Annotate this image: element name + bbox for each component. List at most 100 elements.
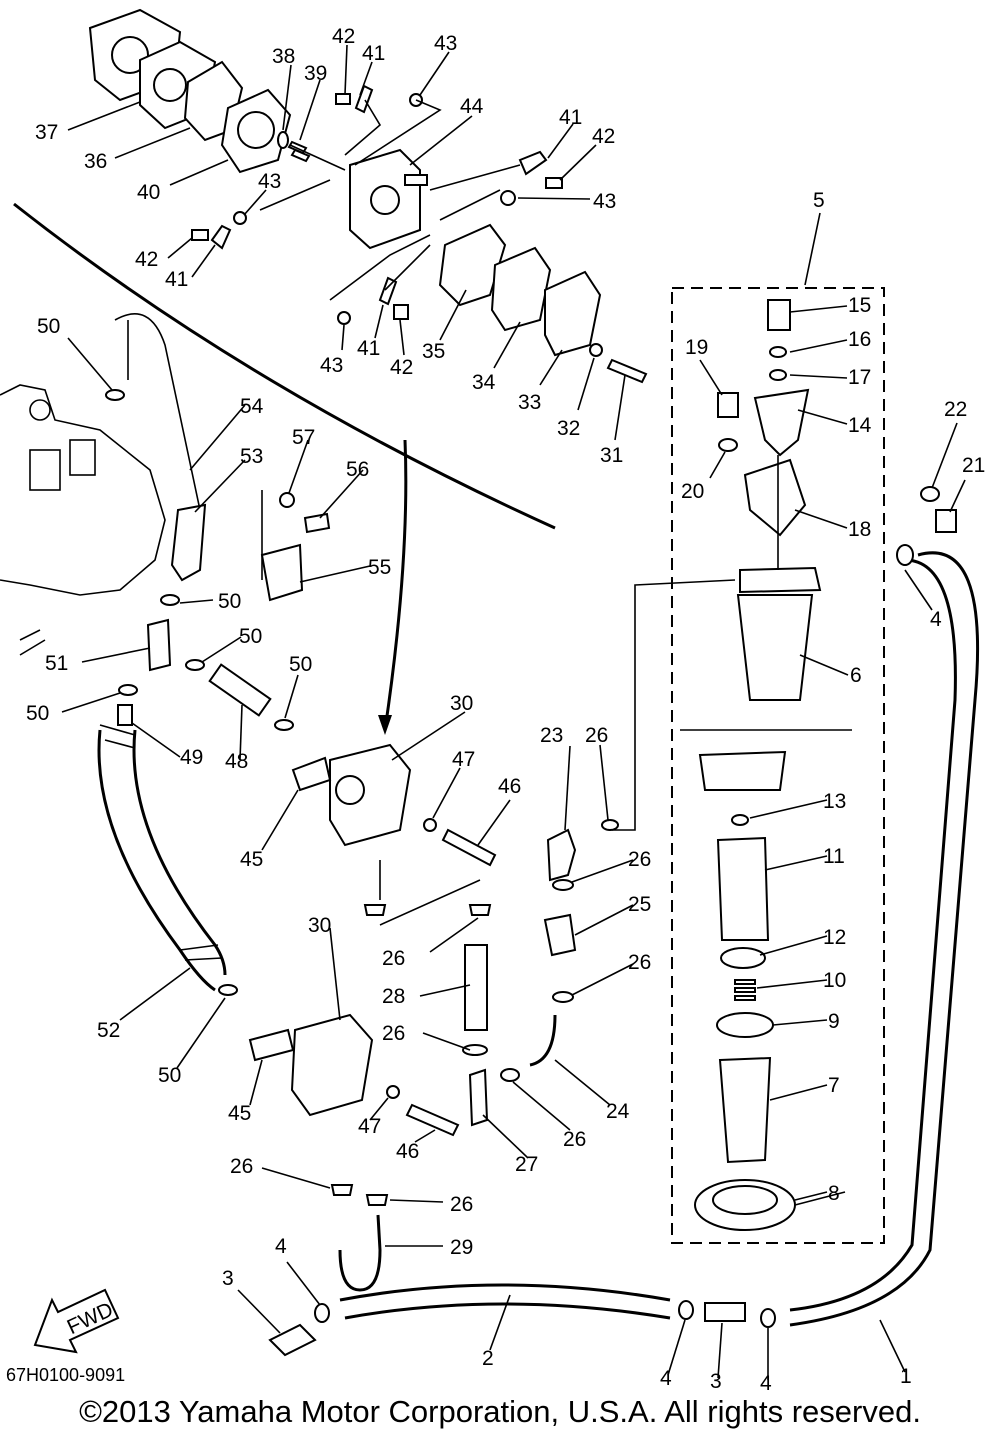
part-1-hose-b [789, 558, 957, 1312]
assembly-arrow [383, 439, 408, 731]
copyright-notice: ©2013 Yamaha Motor Corporation, U.S.A. A… [79, 1394, 921, 1429]
part-3-connector-a [268, 1323, 317, 1357]
part-26-clip-h [552, 991, 574, 1003]
callout-11: 11 [823, 845, 845, 868]
part-44-pump-port [370, 185, 400, 215]
callout-26h: 26 [450, 1193, 473, 1216]
part-40-plate-hole [237, 111, 275, 149]
part-6-bowl [736, 594, 814, 701]
callout-40: 40 [137, 181, 160, 204]
part-41-clip-bottom [378, 276, 398, 306]
callout-10: 10 [823, 969, 846, 992]
part-34-diaphragm [490, 246, 552, 332]
callout-26c: 26 [628, 951, 651, 974]
callout-30a: 30 [450, 692, 473, 715]
callout-15: 15 [848, 294, 871, 317]
callout-31: 31 [600, 444, 623, 467]
part-50-clamp-a [105, 389, 125, 401]
callout-42b: 42 [592, 125, 615, 148]
callout-17: 17 [848, 366, 871, 389]
callout-45a: 45 [240, 848, 263, 871]
part-26-clip-d [365, 1194, 389, 1206]
part-53-grommet [170, 503, 207, 582]
part-45-plate-a [291, 756, 332, 792]
callout-7: 7 [828, 1074, 840, 1097]
callout-44: 44 [460, 95, 484, 118]
callout-53: 53 [240, 445, 263, 468]
part-50-clamp-e [274, 719, 294, 731]
pump-30-lower [248, 1013, 460, 1292]
callout-35: 35 [422, 340, 445, 363]
callout-41c: 41 [165, 268, 188, 291]
part-43-nut-bottom [337, 311, 351, 325]
part-22-washer [920, 486, 940, 502]
callout-42a: 42 [332, 25, 355, 48]
part-4-clip-d [760, 1308, 776, 1328]
part-13-oring [731, 814, 749, 826]
part-17-washer [769, 369, 787, 381]
engine-detail-2 [69, 439, 96, 476]
callout-1: 1 [900, 1365, 912, 1388]
callout-34: 34 [472, 371, 496, 394]
part-4-clip-b [314, 1303, 330, 1323]
engine-detail-3 [29, 399, 51, 421]
part-16-washer [769, 346, 787, 358]
callout-2: 2 [482, 1347, 494, 1370]
callout-47b: 47 [358, 1115, 381, 1138]
part-50-clamp-b [160, 594, 180, 606]
callout-52: 52 [97, 1019, 120, 1042]
part-4-clip-a [896, 544, 914, 566]
callout-4c: 4 [760, 1372, 772, 1395]
callout-46b: 46 [396, 1140, 419, 1163]
callout-49: 49 [180, 746, 203, 769]
part-20-washer [718, 438, 738, 452]
part-55-bracket [260, 543, 304, 602]
engine-detail-1 [29, 449, 61, 491]
part-31-bolt [606, 358, 648, 384]
part-42-screw-bottom [393, 304, 409, 320]
filter-top-cap [698, 750, 787, 791]
part-57-washer [279, 492, 295, 508]
callout-19: 19 [685, 336, 708, 359]
part-12-seal [720, 947, 766, 969]
part-32-washer [589, 343, 603, 357]
part-2-hose-a [339, 1283, 671, 1302]
callout-16: 16 [848, 328, 871, 351]
callout-50f: 50 [158, 1064, 181, 1087]
upper-pump-guide-lines [259, 99, 521, 301]
part-9-oring [716, 1012, 774, 1038]
part-46-bolt-a [441, 828, 497, 867]
part-19-bolt [717, 392, 739, 418]
pump-a-guides [379, 860, 481, 926]
part-42-screw-top [335, 93, 351, 105]
part-38-washer [277, 131, 289, 149]
callout-41a: 41 [362, 42, 385, 65]
part-26-clip-g [552, 879, 574, 891]
part-26-clip-c [330, 1184, 354, 1196]
part-33-cover [544, 270, 602, 357]
callout-48: 48 [225, 750, 248, 773]
document-code: 67H0100-9091 [6, 1365, 126, 1385]
part-26-clip-f [601, 819, 619, 831]
center-fittings [462, 819, 619, 1127]
part-28-hose [464, 944, 488, 1031]
part-43-nut-right [500, 190, 516, 206]
part-42-screw-left [191, 229, 209, 241]
filter-assembly [612, 299, 852, 1231]
callout-50a: 50 [37, 315, 60, 338]
callout-5: 5 [813, 189, 825, 212]
callout-22: 22 [944, 398, 967, 421]
callout-55: 55 [368, 556, 391, 579]
callout-18: 18 [848, 518, 871, 541]
part-24-hose [529, 1014, 557, 1067]
part-18-bracket [743, 458, 807, 537]
filter-guides [612, 455, 779, 831]
callout-50b: 50 [218, 590, 241, 613]
part-49-fitting [117, 704, 133, 726]
callout-4a: 4 [275, 1235, 287, 1258]
part-43-nut-left [233, 211, 247, 225]
part-46-bolt-b [405, 1103, 460, 1137]
part-41-clip-right [518, 150, 548, 176]
part-4-clip-c [678, 1300, 694, 1320]
callout-36: 36 [84, 150, 107, 173]
